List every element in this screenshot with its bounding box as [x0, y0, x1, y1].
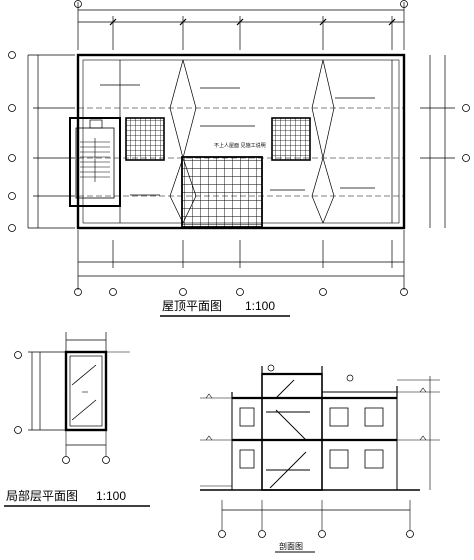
section [200, 364, 440, 538]
section-title: 剖面图 [279, 541, 303, 551]
section-caption: 剖面图 [275, 541, 315, 553]
partial-plan [14, 332, 130, 464]
section-stairs [266, 379, 310, 489]
partial-plan-caption: 局部层平面图 1:100 [4, 488, 150, 507]
roof-plan-bottom-dimensions [77, 230, 405, 290]
central-grid [181, 156, 263, 228]
skylight-left [125, 117, 165, 161]
partial-plan-title: 局部层平面图 [6, 488, 78, 503]
roof-outline [76, 53, 406, 230]
partial-plan-scale: 1:100 [96, 489, 126, 503]
roof-plan-scale: 1:100 [245, 299, 275, 313]
roof-plan-right-dimensions [420, 55, 455, 228]
partial-plan-outline [64, 350, 108, 432]
drainage-arrows [100, 84, 375, 196]
roof-note: 不上人屋面 见施工说明 [214, 142, 266, 149]
axis-bubbles [8, 0, 470, 296]
roof-plan-caption: 屋顶平面图 1:100 [160, 299, 290, 317]
roof-plan-left-dimensions [27, 54, 75, 229]
roof-plan-top-dimensions [77, 2, 405, 50]
roof-plan-title: 屋顶平面图 [162, 299, 222, 313]
skylight-right [271, 117, 311, 161]
roof-plan: 不上人屋面 见施工说明 [8, 0, 470, 296]
